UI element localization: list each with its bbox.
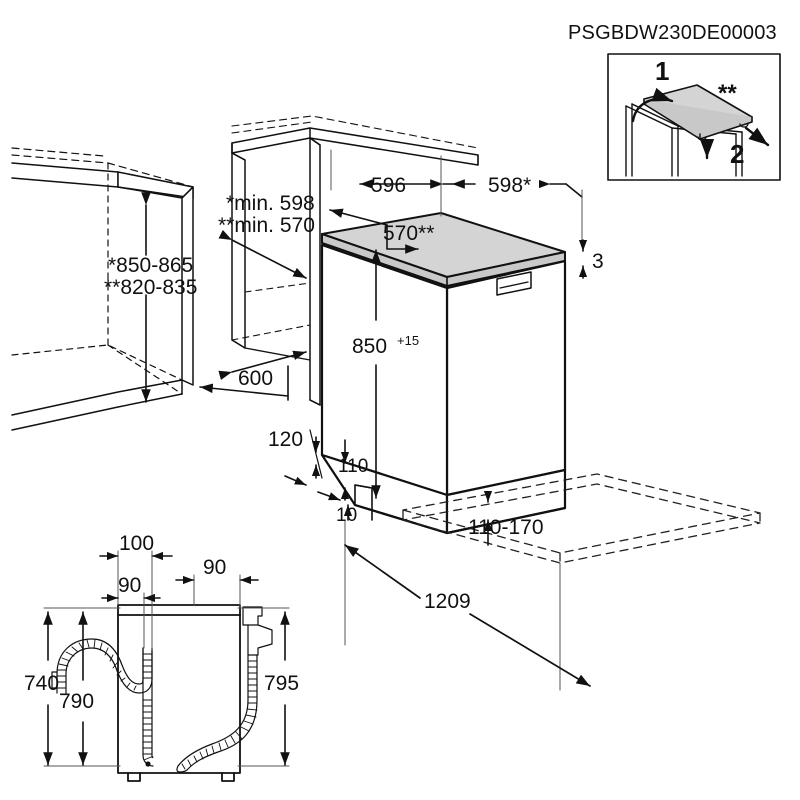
dim-570-label: 570** bbox=[383, 222, 434, 245]
dim-850-label: 850 bbox=[352, 335, 387, 358]
dim-110-label: 110 bbox=[338, 456, 368, 477]
dim-niche-width-label-1: *min. 598 bbox=[226, 192, 315, 215]
inset-worktop-removal: 1 2 ** bbox=[607, 53, 781, 181]
dim-hose-90-left-label: 90 bbox=[118, 574, 141, 597]
dim-hose-795-label: 795 bbox=[264, 672, 299, 695]
dim-cabinet-height-label-1: *850-865 bbox=[108, 254, 193, 277]
dim-niche-leaders bbox=[218, 229, 307, 380]
dim-570 bbox=[329, 208, 419, 254]
drawing-code: PSGBDW230DE00003 bbox=[568, 22, 777, 44]
dim-1209-label: 1209 bbox=[424, 590, 471, 613]
inset-double-asterisk-note: ** bbox=[718, 80, 737, 107]
dim-hose-740-label: 740 bbox=[24, 672, 59, 695]
dim-596-label: 596 bbox=[371, 174, 406, 197]
dim-850-tolerance: +15 bbox=[397, 333, 419, 348]
dim-10 bbox=[317, 491, 353, 521]
dim-hose-790-label: 790 bbox=[59, 690, 94, 713]
inset-step-2-label: 2 bbox=[730, 139, 744, 169]
dim-598 bbox=[451, 179, 583, 246]
dim-596 bbox=[330, 149, 453, 217]
dim-hose-90-right-label: 90 bbox=[203, 556, 226, 579]
dim-10-label: 10 bbox=[336, 505, 357, 526]
hose-detail-view: 100 90 90 740 790 bbox=[24, 532, 299, 782]
dim-hose-790 bbox=[78, 611, 121, 767]
dim-hose-90-left bbox=[101, 592, 161, 649]
dishwasher-body bbox=[320, 212, 567, 535]
dim-3-label: 3 bbox=[592, 250, 604, 273]
dim-hose-795 bbox=[237, 607, 290, 767]
dim-niche-width-label-2: **min. 570 bbox=[218, 214, 315, 237]
door-open-footprint bbox=[402, 473, 761, 564]
dim-hose-90-right bbox=[175, 574, 259, 608]
dim-1209 bbox=[344, 544, 591, 687]
dim-110-170-label: 110-170 bbox=[468, 516, 544, 539]
inset-step-1-label: 1 bbox=[655, 56, 669, 86]
drain-hose bbox=[51, 638, 154, 767]
dim-cabinet-height-label-2: **820-835 bbox=[104, 276, 197, 299]
dim-hose-100-label: 100 bbox=[119, 532, 154, 555]
dim-120-label: 120 bbox=[268, 428, 303, 451]
dim-cabinet-depth-label: 600 bbox=[238, 367, 273, 390]
dim-598-label: 598* bbox=[488, 174, 531, 197]
dim-120 bbox=[284, 429, 323, 486]
